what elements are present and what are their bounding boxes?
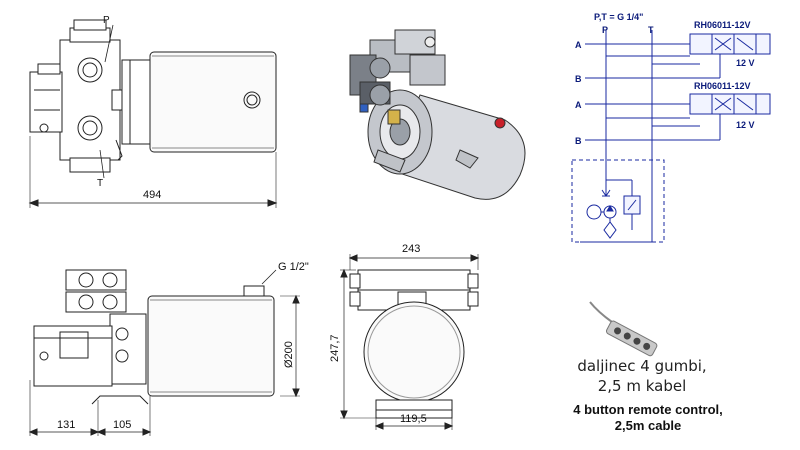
filler-cap [243, 285, 265, 297]
port-b1: B [575, 74, 582, 84]
dim-131: 131 [57, 419, 75, 431]
port-a2: A [575, 100, 582, 110]
tank-front [363, 301, 465, 403]
dim-243: 243 [402, 243, 420, 255]
remote-caption-local-line1: daljinec 4 gumbi, [577, 357, 707, 375]
isometric-render [349, 29, 526, 200]
valve-2-symbol [689, 93, 771, 115]
dim-119-5: 119,5 [400, 413, 427, 425]
thread-label: G 1/2" [278, 261, 309, 273]
red-cap [494, 117, 506, 129]
remote-caption-local-line2: 2,5 m kabel [597, 377, 687, 395]
remote-control-illustration [589, 301, 658, 357]
dim-dia-200: Ø200 [283, 341, 295, 368]
side-view-bottom [28, 269, 300, 436]
port-t-label: T [97, 178, 103, 189]
remote-caption-en: 4 button remote control, 2,5m cable [548, 402, 748, 434]
remote-caption-en-line1: 4 button remote control, [573, 402, 723, 417]
remote-caption-local: daljinec 4 gumbi, 2,5 m kabel [567, 356, 717, 396]
port-a1: A [575, 40, 582, 50]
dim-247-7: 247,7 [329, 334, 341, 362]
tank-plug [243, 91, 261, 109]
schematic-header: P,T = G 1/4" [594, 12, 643, 22]
hydraulic-schematic [571, 30, 771, 243]
voltage-1: 12 V [736, 58, 755, 68]
schematic-p: P [602, 25, 608, 35]
front-view [340, 254, 480, 430]
port-b2: B [575, 136, 582, 146]
valve-1-label: RH06011-12V [694, 20, 751, 30]
dim-494: 494 [143, 189, 161, 201]
valve-2-label: RH06011-12V [694, 81, 751, 91]
dim-105: 105 [113, 419, 131, 431]
valve-1-symbol [689, 33, 771, 55]
voltage-2: 12 V [736, 120, 755, 130]
power-unit-boundary [571, 159, 665, 243]
port-p-label: P [103, 15, 110, 26]
remote-caption-en-line2: 2,5m cable [614, 418, 682, 433]
side-view-top [28, 19, 278, 208]
schematic-t: T [648, 25, 654, 35]
motor-symbol [586, 204, 602, 220]
